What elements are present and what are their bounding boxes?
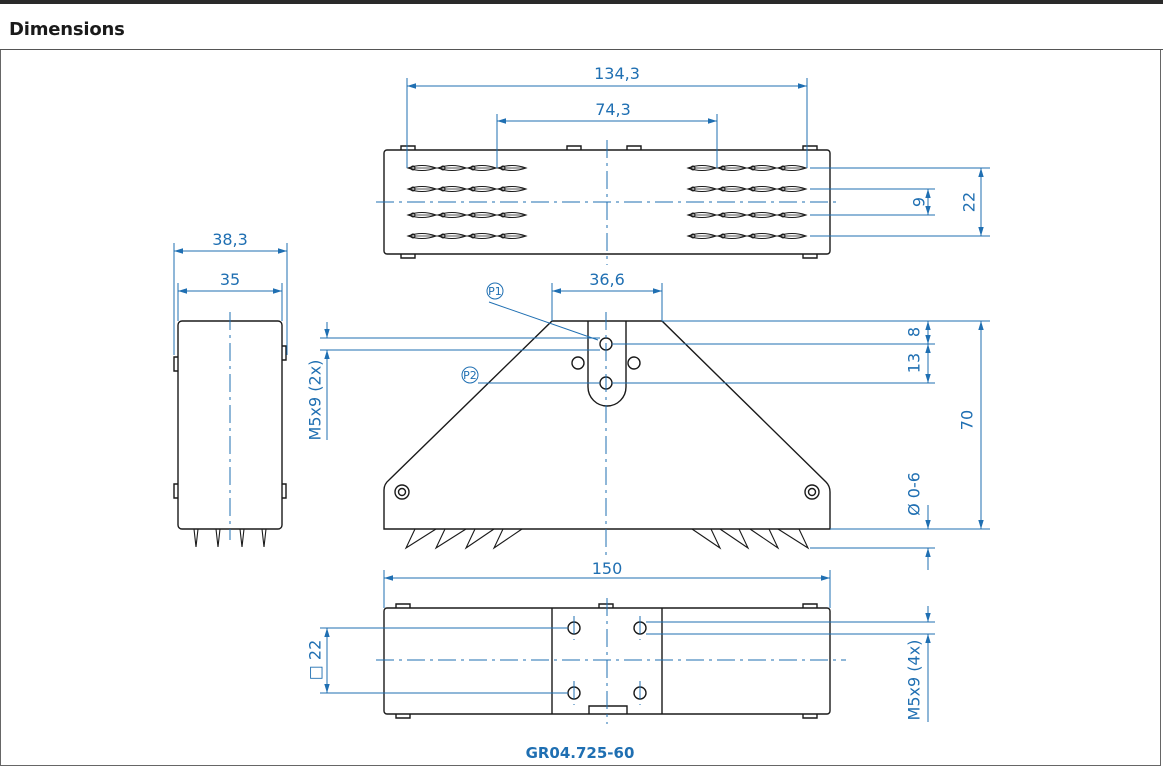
frame-right-border (1160, 50, 1161, 766)
dim-bottom-thread: M5x9 (4x) (905, 640, 924, 721)
dim-bottom-square: □ 22 (306, 640, 325, 681)
dim-front-mount-width: 36,6 (589, 270, 625, 289)
dim-front-height: 70 (958, 410, 977, 430)
marker-p2 (461, 366, 479, 384)
dim-top-row-span: 22 (960, 192, 979, 212)
dim-top-row-pitch: 9 (910, 197, 929, 207)
dim-front-offset-8: 8 (905, 327, 924, 337)
dim-side-outer-width: 38,3 (212, 230, 248, 249)
dim-front-thread: M5x9 (2x) (306, 360, 325, 441)
dim-side-inner-width: 35 (220, 270, 240, 289)
dim-front-offset-13: 13 (905, 353, 924, 373)
side-view-dimensions (173, 243, 288, 355)
header-divider (0, 49, 1163, 50)
marker-p2-label: P2 (463, 369, 477, 382)
dim-top-inner-width: 74,3 (595, 100, 631, 119)
dim-top-overall-width: 134,3 (594, 64, 640, 83)
front-view (383, 320, 831, 550)
bottom-view-centerlines (376, 598, 846, 724)
marker-p1-label: P1 (488, 285, 502, 298)
bottom-view-dimensions (320, 570, 935, 722)
section-title: Dimensions (9, 19, 125, 40)
frame-left-border (0, 50, 1, 766)
top-rule (0, 0, 1163, 4)
frame-bottom-border (0, 765, 1161, 766)
top-view (383, 145, 831, 259)
top-view-dimensions (406, 78, 990, 237)
section-header: Dimensions (0, 4, 1163, 50)
dim-bottom-width: 150 (592, 559, 623, 578)
front-view-dimensions (320, 283, 990, 570)
top-view-centerlines (376, 140, 840, 265)
dim-front-diameter: Ø 0-6 (905, 472, 924, 516)
marker-p1 (486, 282, 504, 300)
part-number-caption: GR04.725-60 (526, 744, 635, 762)
